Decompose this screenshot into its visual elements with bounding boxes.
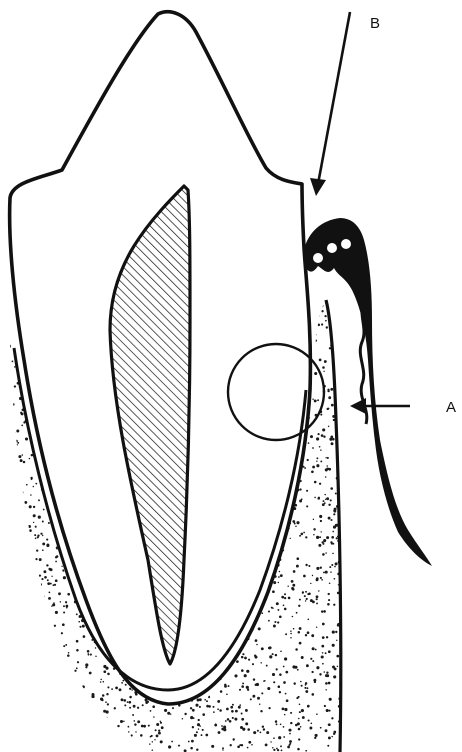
- label-a: A: [446, 399, 456, 416]
- label-b: B: [370, 15, 380, 32]
- arrow-a: [350, 398, 410, 414]
- arrow-b: [310, 12, 350, 196]
